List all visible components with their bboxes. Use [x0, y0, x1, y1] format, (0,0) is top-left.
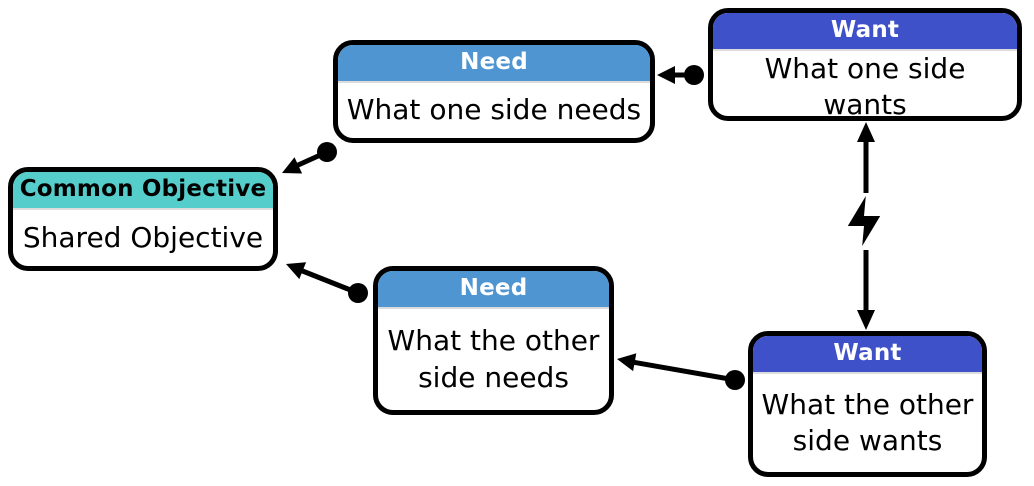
- connector-dot-icon: [684, 65, 704, 85]
- lightning-bolt-icon: [847, 196, 881, 246]
- arrowhead-icon: [617, 353, 637, 372]
- arrowhead-icon: [282, 157, 303, 174]
- connector-dot-icon: [348, 283, 368, 303]
- node-want-other-side: Want What the other side wants: [748, 331, 987, 477]
- node-body: What one side needs: [346, 93, 642, 127]
- connector-dot-icon: [317, 142, 337, 162]
- node-header: Common Objective: [13, 172, 273, 210]
- node-want-one-side: Want What one side wants: [708, 8, 1022, 121]
- edge-line: [631, 359, 736, 383]
- node-need-one-side: Need What one side needs: [333, 40, 655, 143]
- node-common-objective: Common Objective Shared Objective: [8, 167, 278, 271]
- node-need-other-side: Need What the other side needs: [373, 266, 614, 415]
- edge-want-one-to-need-one: [657, 65, 704, 85]
- edge-want-other-to-need-other: [617, 353, 745, 390]
- node-header: Need: [338, 45, 650, 83]
- edge-need-other-to-common-objective: [286, 262, 368, 303]
- connector-dot-icon: [725, 370, 745, 390]
- arrowhead-icon: [657, 66, 675, 84]
- arrowhead-down-icon: [857, 310, 875, 330]
- node-body: What one side wants: [764, 52, 966, 121]
- node-body: What the other side wants: [761, 387, 974, 457]
- node-header: Want: [753, 336, 982, 374]
- edge-conflict-want-one-want-other: [847, 122, 881, 330]
- node-body: Shared Objective: [22, 220, 264, 254]
- node-header: Want: [713, 13, 1017, 51]
- arrowhead-icon: [286, 262, 307, 280]
- edge-need-one-to-common-objective: [282, 142, 337, 174]
- arrowhead-up-icon: [857, 122, 875, 142]
- node-header: Need: [378, 271, 609, 309]
- node-body: What the other side needs: [387, 324, 600, 394]
- edge-line: [299, 267, 359, 296]
